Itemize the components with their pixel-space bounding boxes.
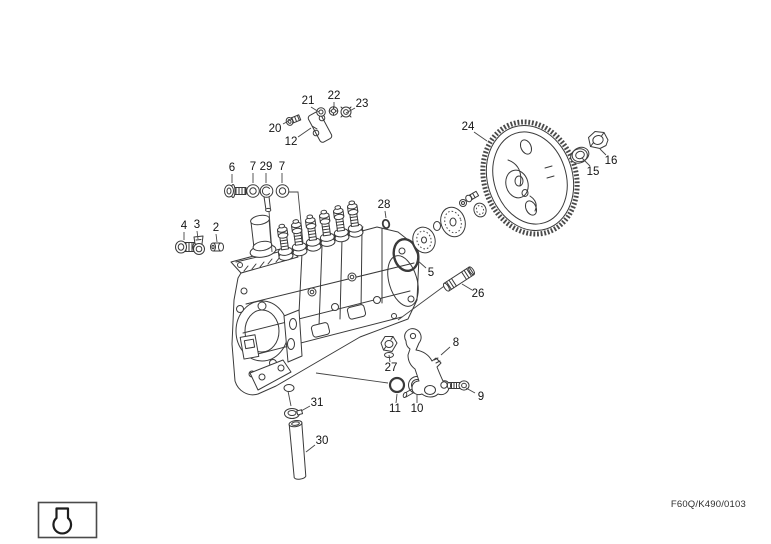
callout-24[interactable]: 24 — [462, 121, 475, 133]
part-5-o-ring — [392, 238, 420, 272]
callout-leader-31 — [300, 405, 311, 412]
bulb-icon — [52, 507, 73, 535]
callout-leader-21 — [310, 106, 320, 113]
callout-leader-23 — [345, 107, 356, 114]
callout-leader-12 — [297, 127, 312, 138]
part-31-clamp — [284, 408, 304, 419]
callout-leader-8 — [440, 346, 451, 356]
callout-6[interactable]: 6 — [229, 162, 235, 174]
callout-3[interactable]: 3 — [194, 219, 200, 231]
part-26-stud — [442, 266, 476, 292]
callout-16[interactable]: 16 — [605, 155, 618, 167]
part-27-nut — [380, 336, 398, 358]
coupling-parts — [412, 190, 487, 254]
callout-leader-11 — [395, 393, 398, 404]
callout-leader-26 — [461, 283, 473, 291]
callout-29[interactable]: 29 — [260, 161, 273, 173]
callout-8[interactable]: 8 — [453, 337, 459, 349]
part-6-bolt — [224, 184, 247, 198]
callout-leader-16 — [599, 148, 607, 156]
part-8-lever — [402, 328, 450, 399]
callout-leader-27 — [388, 354, 391, 363]
part-24-gear — [480, 119, 580, 237]
drawing-code: F60Q/K490/0103 — [671, 499, 746, 510]
callout-9[interactable]: 9 — [478, 391, 484, 403]
callout-4[interactable]: 4 — [181, 220, 188, 232]
callout-12[interactable]: 12 — [285, 136, 298, 148]
part-9-bolt — [446, 380, 470, 391]
callout-leader-5 — [416, 259, 427, 269]
callout-leader-2 — [215, 233, 218, 243]
part-22-lockwasher — [328, 106, 339, 116]
part-30-tube — [288, 419, 307, 480]
callout-leader-15 — [581, 157, 591, 167]
part-21-washer — [316, 107, 326, 117]
callout-22[interactable]: 22 — [328, 90, 341, 102]
callout-27[interactable]: 27 — [385, 362, 398, 374]
callout-2[interactable]: 2 — [213, 222, 219, 234]
part-2-fitting — [210, 242, 224, 252]
connector-lines — [268, 191, 448, 407]
callout-15[interactable]: 15 — [587, 166, 600, 178]
callout-26[interactable]: 26 — [472, 288, 485, 300]
callout-20[interactable]: 20 — [269, 123, 282, 135]
part-29-union — [259, 184, 274, 213]
callout-30[interactable]: 30 — [316, 435, 329, 447]
part-16-nut — [588, 131, 609, 149]
callout-21[interactable]: 21 — [302, 95, 315, 107]
callout-leader-24 — [473, 131, 488, 142]
part-7-washer-b — [275, 184, 290, 198]
part-11-o-ring — [388, 376, 406, 394]
part-7-washer-a — [246, 184, 260, 198]
callout-7[interactable]: 7 — [279, 161, 285, 173]
part-23-nut — [340, 106, 352, 118]
callout-leader-20 — [282, 118, 293, 125]
callout-leader-30 — [305, 444, 316, 453]
part-12-bracket — [307, 111, 333, 143]
callout-7[interactable]: 7 — [250, 161, 256, 173]
callout-leader-9 — [465, 387, 476, 394]
callout-5[interactable]: 5 — [428, 267, 434, 279]
callout-28[interactable]: 28 — [378, 199, 391, 211]
callout-23[interactable]: 23 — [356, 98, 369, 110]
pump-body — [230, 199, 420, 396]
callout-11[interactable]: 11 — [389, 403, 401, 415]
pump-shaft-stub — [249, 214, 277, 258]
callout-leader-28 — [384, 210, 387, 219]
part-28-o-ring — [381, 218, 391, 230]
legend-symbol-box — [37, 501, 98, 539]
part-3-clamp — [193, 235, 205, 255]
callout-10[interactable]: 10 — [411, 403, 424, 415]
callout-31[interactable]: 31 — [311, 397, 324, 409]
callout-leader-3 — [196, 230, 199, 240]
part-20-screw — [285, 114, 302, 126]
